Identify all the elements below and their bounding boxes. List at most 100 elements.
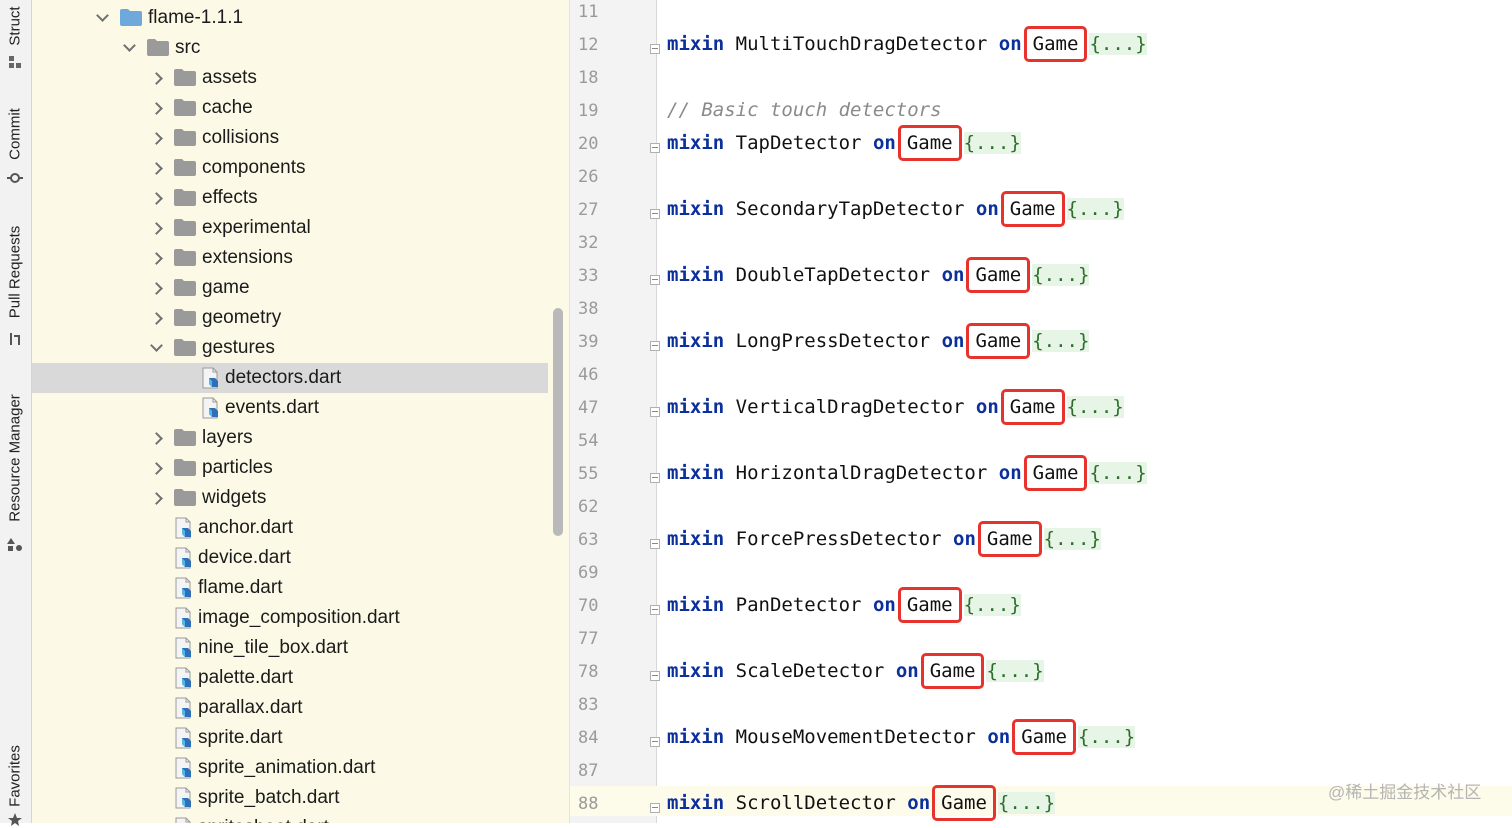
fold-toggle-icon[interactable] xyxy=(650,605,660,615)
mixin-keyword: mixin xyxy=(667,33,725,55)
chevron-right-icon[interactable] xyxy=(150,222,163,235)
line-number: 47 xyxy=(578,398,599,418)
tree-item[interactable]: palette.dart xyxy=(32,663,548,693)
tree-item[interactable]: sprite_animation.dart xyxy=(32,753,548,783)
tree-item[interactable]: geometry xyxy=(32,303,548,333)
scrollbar-thumb[interactable] xyxy=(553,308,563,536)
editor-gutter xyxy=(570,0,657,823)
fold-toggle-icon[interactable] xyxy=(650,473,660,483)
folder-icon xyxy=(174,309,196,326)
tree-item[interactable]: src xyxy=(32,33,548,63)
fold-toggle-icon[interactable] xyxy=(650,341,660,351)
mixin-keyword: mixin xyxy=(667,462,725,484)
tree-item[interactable]: flame.dart xyxy=(32,573,548,603)
chevron-right-icon[interactable] xyxy=(150,492,163,505)
mixin-keyword: mixin xyxy=(667,132,725,154)
folded-body: {...} xyxy=(1089,462,1147,484)
fold-toggle-icon[interactable] xyxy=(650,44,660,54)
on-keyword: on xyxy=(975,396,999,418)
dart-file-icon xyxy=(175,757,191,779)
tree-item[interactable]: experimental xyxy=(32,213,548,243)
watermark: @稀土掘金技术社区 xyxy=(1328,783,1482,802)
tree-item[interactable]: anchor.dart xyxy=(32,513,548,543)
folder-icon xyxy=(174,339,196,356)
resource-manager-icon xyxy=(7,538,22,551)
chevron-right-icon[interactable] xyxy=(150,282,163,295)
tree-item[interactable]: detectors.dart xyxy=(32,363,548,393)
tree-item-label: layers xyxy=(202,427,253,448)
commit-tab[interactable]: Commit xyxy=(6,108,24,160)
chevron-right-icon[interactable] xyxy=(150,192,163,205)
tree-item[interactable]: device.dart xyxy=(32,543,548,573)
fold-toggle-icon[interactable] xyxy=(650,275,660,285)
tree-item[interactable]: cache xyxy=(32,93,548,123)
tree-item[interactable]: parallax.dart xyxy=(32,693,548,723)
tree-item[interactable]: effects xyxy=(32,183,548,213)
tree-item[interactable]: game xyxy=(32,273,548,303)
folded-body: {...} xyxy=(1032,330,1090,352)
fold-toggle-icon[interactable] xyxy=(650,539,660,549)
tree-item[interactable]: gestures xyxy=(32,333,548,363)
tree-item-label: nine_tile_box.dart xyxy=(198,637,348,658)
tree-item[interactable]: layers xyxy=(32,423,548,453)
tree-item[interactable]: widgets xyxy=(32,483,548,513)
dart-file-icon xyxy=(175,517,191,539)
fold-toggle-icon[interactable] xyxy=(650,209,660,219)
project-scrollbar[interactable] xyxy=(548,0,570,823)
tree-item[interactable]: particles xyxy=(32,453,548,483)
chevron-right-icon[interactable] xyxy=(150,252,163,265)
tree-item[interactable]: spritesheet.dart xyxy=(32,813,548,823)
tree-item[interactable]: collisions xyxy=(32,123,548,153)
fold-toggle-icon[interactable] xyxy=(650,143,660,153)
dart-file-icon xyxy=(175,577,191,599)
fold-toggle-icon[interactable] xyxy=(650,803,660,813)
chevron-down-icon[interactable] xyxy=(96,9,109,22)
tree-item[interactable]: sprite_batch.dart xyxy=(32,783,548,813)
tree-item[interactable]: image_composition.dart xyxy=(32,603,548,633)
chevron-right-icon[interactable] xyxy=(150,162,163,175)
chevron-down-icon[interactable] xyxy=(123,39,136,52)
tree-item[interactable]: flame-1.1.1 xyxy=(32,3,548,33)
tree-item-label: extensions xyxy=(202,247,293,268)
tree-item[interactable]: sprite.dart xyxy=(32,723,548,753)
tree-item[interactable]: components xyxy=(32,153,548,183)
tree-item[interactable]: assets xyxy=(32,63,548,93)
favorites-tab[interactable]: Favorites xyxy=(6,745,24,807)
chevron-right-icon[interactable] xyxy=(150,132,163,145)
chevron-right-icon[interactable] xyxy=(150,462,163,475)
resource-manager-tab[interactable]: Resource Manager xyxy=(6,394,24,522)
chevron-right-icon[interactable] xyxy=(150,432,163,445)
chevron-right-icon[interactable] xyxy=(150,72,163,85)
structure-tab[interactable]: Struct xyxy=(6,6,24,46)
fold-toggle-icon[interactable] xyxy=(650,671,660,681)
pull-requests-tab[interactable]: Pull Requests xyxy=(6,225,24,319)
chevron-right-icon[interactable] xyxy=(150,102,163,115)
mixin-name: DoubleTapDetector xyxy=(735,264,931,286)
line-number: 63 xyxy=(578,530,599,550)
chevron-down-icon[interactable] xyxy=(150,339,163,352)
folder-icon xyxy=(174,459,196,476)
tree-item[interactable]: events.dart xyxy=(32,393,548,423)
tree-item[interactable]: extensions xyxy=(32,243,548,273)
chevron-right-icon[interactable] xyxy=(150,312,163,325)
tree-item[interactable]: nine_tile_box.dart xyxy=(32,633,548,663)
line-number: 70 xyxy=(578,596,599,616)
dart-file-icon xyxy=(202,367,218,389)
fold-toggle-icon[interactable] xyxy=(650,737,660,747)
line-number: 62 xyxy=(578,497,599,517)
fold-toggle-icon[interactable] xyxy=(650,407,660,417)
line-number: 46 xyxy=(578,365,599,385)
